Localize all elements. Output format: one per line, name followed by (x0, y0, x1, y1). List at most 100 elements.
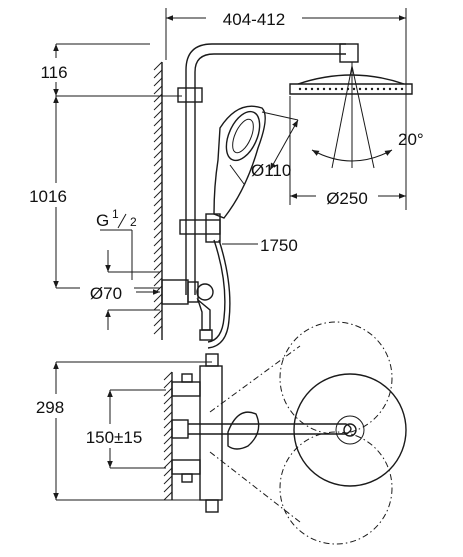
wall-hatch-line (153, 301, 163, 311)
wall-hatch-line (163, 427, 173, 437)
wall-hatch-line (153, 213, 163, 223)
dim-left-vertical: 116 1016 (14, 43, 182, 289)
nozzle-dot (394, 87, 398, 91)
wall-hatch-line (153, 85, 163, 95)
nozzle-dot (322, 87, 326, 91)
wall-top (153, 61, 163, 340)
nozzle-dot (304, 87, 308, 91)
nozzle-dot (388, 87, 392, 91)
nozzle-dot (352, 87, 356, 91)
dim-1016-label: 1016 (29, 187, 67, 206)
wall-hatch-line (153, 101, 163, 111)
dim-top-width-label: 404-412 (223, 10, 285, 29)
thread-g-label: G (96, 211, 109, 230)
wall-hatch-line (153, 157, 163, 167)
wall-hatch-line (153, 173, 163, 183)
wall-hatch-line (163, 467, 173, 477)
head-shower (289, 43, 413, 95)
wall-hatch-line (153, 197, 163, 207)
hose (207, 239, 231, 349)
wall-hatch-line (163, 443, 173, 453)
wall-hatch-line (163, 483, 173, 493)
dim-116-label: 116 (40, 63, 67, 82)
dim-298-label: 298 (36, 398, 64, 417)
wall-hatch-line (163, 379, 173, 389)
wall-hatch-line (153, 285, 163, 295)
nozzle-dot (400, 87, 404, 91)
dim-top-width: 404-412 (165, 6, 407, 210)
dim-angle: 20° (311, 65, 424, 169)
wall-hatch-line (153, 61, 163, 71)
wall-hatch-line (153, 189, 163, 199)
nozzle-dot (334, 87, 338, 91)
swing-circles (209, 321, 393, 545)
wall-hatch-line (153, 317, 163, 327)
wall-hatch-line (153, 237, 163, 247)
wall-hatch-line (163, 459, 173, 469)
wall-hatch-line (153, 93, 163, 103)
wall-hatch-line (163, 419, 173, 429)
dim-dia-250: Ø250 (289, 96, 406, 208)
wall-hatch-line (163, 411, 173, 421)
nozzle-dot (298, 87, 302, 91)
dim-298: 298 (20, 361, 212, 501)
dim-spacing-label: 150±15 (86, 428, 143, 447)
dia-250-label: Ø250 (326, 189, 368, 208)
thread-num: 1 (112, 207, 119, 221)
nozzle-dot (370, 87, 374, 91)
wall-hatch-line (153, 149, 163, 159)
wall-hatch-line (163, 387, 173, 397)
wall-hatch-line (153, 109, 163, 119)
wall-hatch-line (163, 403, 173, 413)
wall-hatch-line (153, 69, 163, 79)
dia-110-label: Ø110 (251, 161, 291, 180)
dia-70-label: Ø70 (90, 284, 122, 303)
head-shower-bottom (293, 373, 407, 487)
thread-den: 2 (130, 215, 137, 229)
shower-arm-bottom (171, 411, 352, 450)
angle-label: 20° (398, 130, 424, 149)
wall-hatch-line (153, 125, 163, 135)
nozzle-dot (382, 87, 386, 91)
nozzle-dot (340, 87, 344, 91)
wall-hatch-line (153, 133, 163, 143)
thermostat-bottom (171, 353, 223, 513)
wall-hatch-line (153, 269, 163, 279)
wall-bottom (163, 371, 173, 501)
dim-spacing: 150±15 (72, 389, 166, 469)
wall-hatch-line (163, 395, 173, 405)
wall-hatch-line (163, 371, 173, 381)
wall-hatch-line (153, 229, 163, 239)
hand-shower: Ø110 (213, 105, 299, 219)
nozzle-dot (376, 87, 380, 91)
wall-hatch-line (153, 141, 163, 151)
wall-hatch-line (163, 435, 173, 445)
nozzle-dot (316, 87, 320, 91)
wall-hatch-line (153, 253, 163, 263)
wall-hatch-line (153, 293, 163, 303)
wall-hatch-line (163, 491, 173, 501)
wall-hatch-line (163, 451, 173, 461)
wall-hatch-line (153, 117, 163, 127)
wall-hatch-line (163, 475, 173, 485)
nozzle-dot (310, 87, 314, 91)
hose-label: 1750 (260, 236, 298, 255)
nozzle-dot (364, 87, 368, 91)
slide-holder: 1750 (179, 213, 298, 255)
wall-hatch-line (153, 77, 163, 87)
thermostat-top (161, 279, 214, 341)
wall-hatch-line (153, 325, 163, 335)
nozzle-dot (358, 87, 362, 91)
wall-hatch-line (153, 277, 163, 287)
wall-hatch-line (153, 245, 163, 255)
shower-riser (177, 43, 346, 295)
wall-hatch-line (153, 261, 163, 271)
wall-hatch-line (153, 205, 163, 215)
wall-hatch-line (153, 165, 163, 175)
wall-hatch-line (153, 221, 163, 231)
wall-hatch-line (153, 181, 163, 191)
dim-thread: G 1 2 Ø70 (80, 207, 160, 330)
nozzle-dot (328, 87, 332, 91)
wall-hatch-line (153, 309, 163, 319)
